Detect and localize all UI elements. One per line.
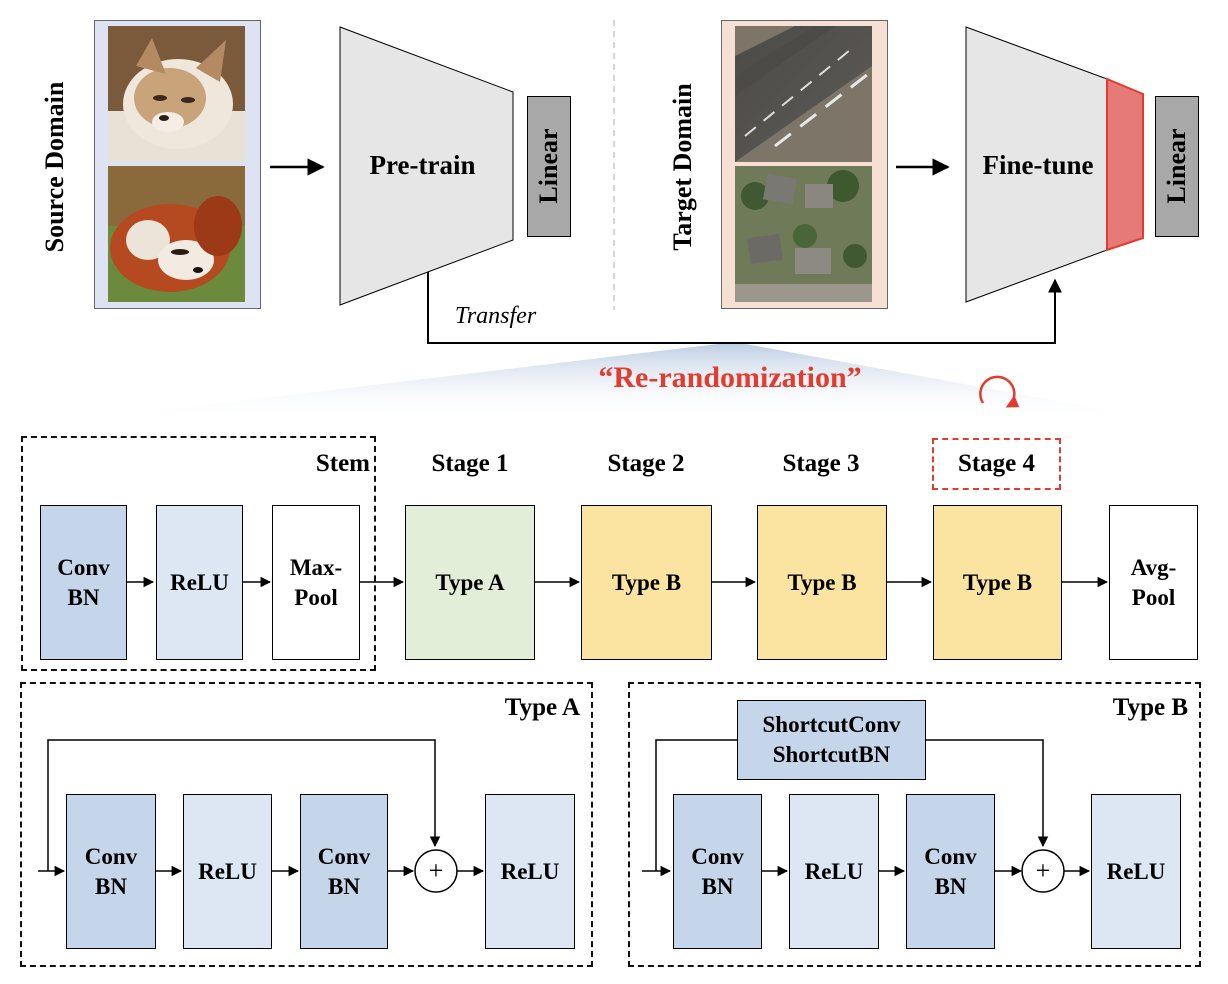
pretrain-encoder xyxy=(339,26,514,306)
avgpool-block: Avg- Pool xyxy=(1109,505,1198,660)
stage2-label: Stage 2 xyxy=(607,450,685,478)
type-b-plus-symbol: + xyxy=(1035,855,1051,885)
stem-maxpool-block: Max- Pool xyxy=(272,505,360,660)
type-a-conv1-block: Conv BN xyxy=(66,794,156,949)
type-b-conv2-block: Conv BN xyxy=(906,794,995,949)
stage1-type-a-block: Type A xyxy=(405,505,535,660)
stem-group xyxy=(21,436,376,671)
type-b-title: Type B xyxy=(1112,694,1188,722)
type-b-relu1-block: ReLU xyxy=(789,794,879,949)
source-domain-label: Source Domain xyxy=(40,81,69,253)
finetune-label: Fine-tune xyxy=(982,150,1094,181)
stage2-type-b-block: Type B xyxy=(581,505,712,660)
transfer-label: Transfer xyxy=(454,303,537,329)
type-a-relu2-block: ReLU xyxy=(485,794,575,949)
type-a-plus-symbol: + xyxy=(428,855,444,885)
linear-label-right: Linear xyxy=(1162,128,1191,204)
rerandomization-label: “Re-randomization” xyxy=(598,361,862,395)
stage3-label: Stage 3 xyxy=(782,450,860,478)
stage4-label: Stage 4 xyxy=(957,450,1036,478)
stem-label: Stem xyxy=(315,450,370,478)
stem-relu-block: ReLU xyxy=(156,505,243,660)
linear-box-right xyxy=(1155,96,1199,237)
rerandomize-cycle-icon xyxy=(979,375,1016,405)
zoom-fan xyxy=(80,342,1160,420)
stage4-type-b-block: Type B xyxy=(933,505,1062,660)
linear-label-left: Linear xyxy=(534,128,563,204)
type-a-group xyxy=(20,682,593,967)
linear-box-left xyxy=(527,96,571,237)
type-b-group xyxy=(628,682,1201,967)
type-a-relu1-block: ReLU xyxy=(183,794,272,949)
transfer-arrow xyxy=(427,272,1062,344)
type-b-relu2-block: ReLU xyxy=(1091,794,1181,949)
type-b-conv1-block: Conv BN xyxy=(673,794,762,949)
stage1-label: Stage 1 xyxy=(431,450,509,478)
stem-conv-bn-block: Conv BN xyxy=(40,505,127,660)
aerial-houses-photo xyxy=(735,166,872,302)
stage3-type-b-block: Type B xyxy=(757,505,887,660)
stage4-highlight xyxy=(932,438,1061,490)
type-a-title: Type A xyxy=(504,694,580,722)
target-domain-label: Target Domain xyxy=(668,83,697,251)
red-panda-photo xyxy=(108,166,245,302)
pretrain-label: Pre-train xyxy=(369,150,476,181)
dog-photo xyxy=(108,26,245,162)
type-b-shortcut-block: ShortcutConv ShortcutBN xyxy=(737,700,926,780)
finetune-head xyxy=(1106,77,1144,252)
type-a-conv2-block: Conv BN xyxy=(300,794,388,949)
aerial-road-photo xyxy=(735,26,872,162)
